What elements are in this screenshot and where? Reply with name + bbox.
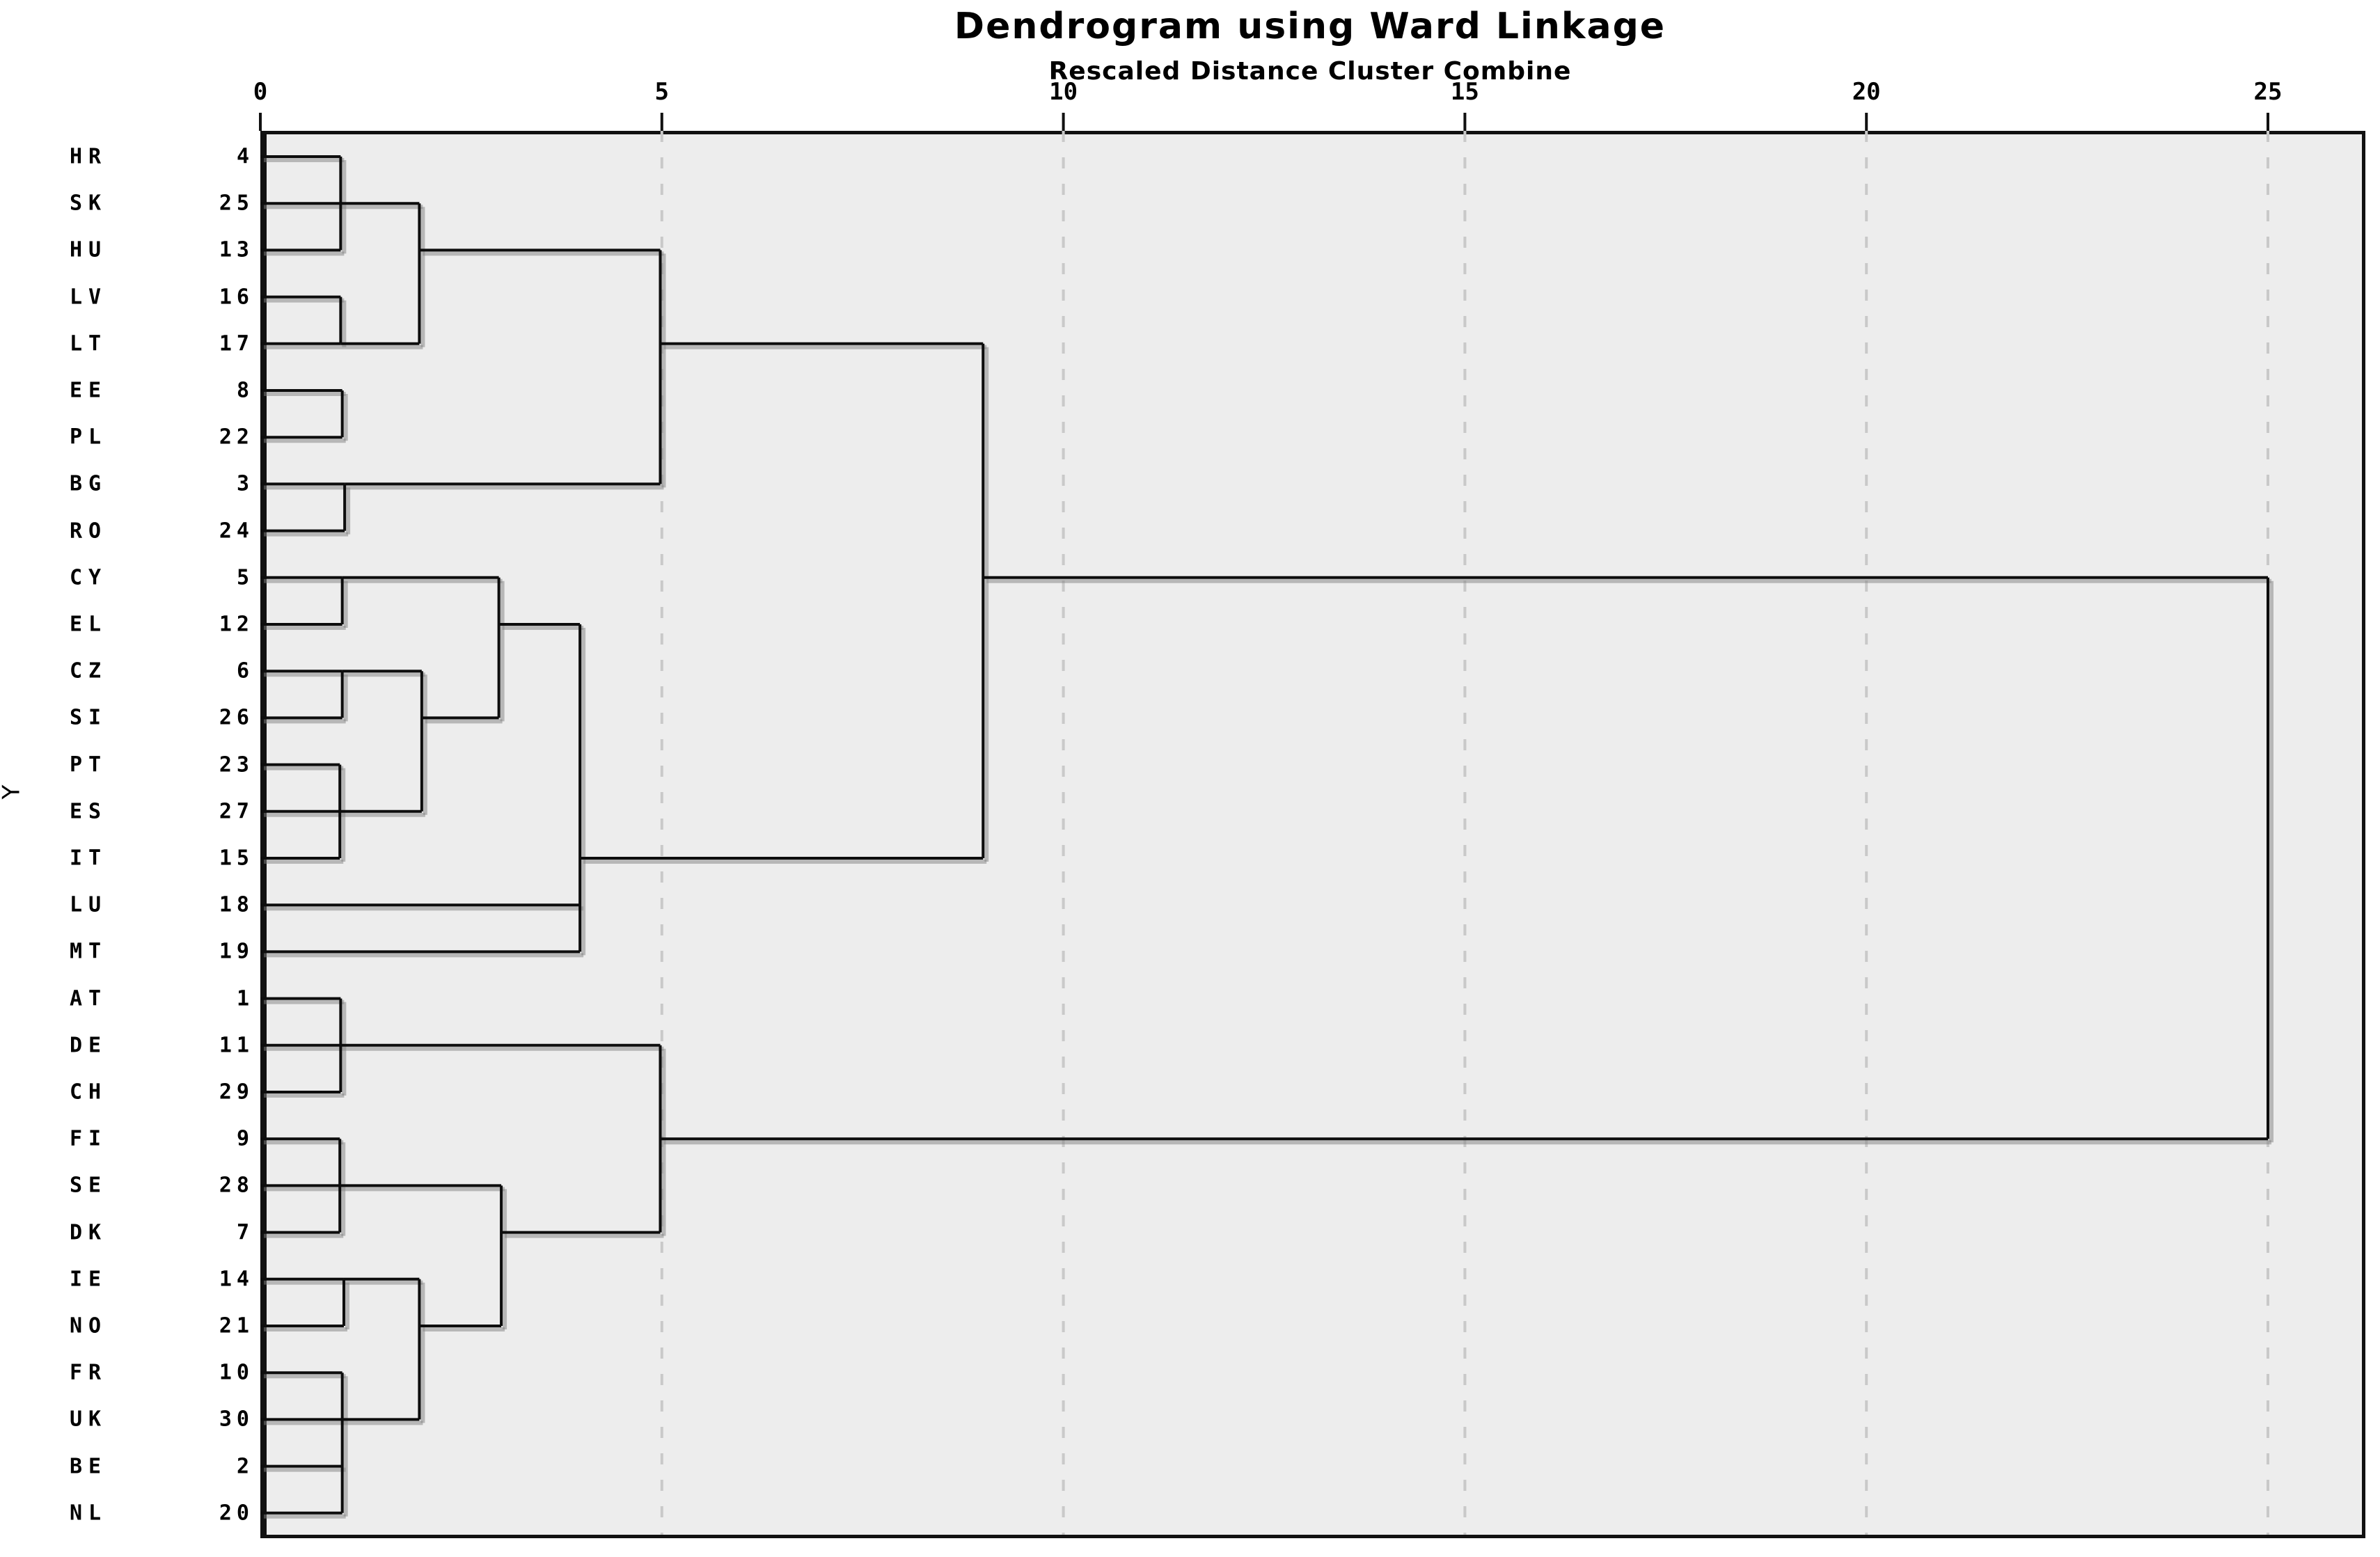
row-label-code: RO: [70, 519, 108, 544]
row-label-code: HR: [70, 144, 108, 169]
row-label-code: BG: [70, 471, 108, 496]
row-label-code: CY: [70, 565, 108, 590]
row-label-number: 14: [219, 1267, 254, 1292]
row-label-number: 5: [236, 565, 254, 590]
row-label-code: NL: [70, 1501, 108, 1526]
row-label-number: 24: [219, 519, 254, 544]
chart-subtitle: Rescaled Distance Cluster Combine: [1048, 57, 1572, 86]
row-label-number: 12: [219, 612, 254, 637]
row-label-code: DE: [70, 1033, 108, 1058]
row-label-number: 4: [236, 144, 254, 169]
row-label-number: 29: [219, 1080, 254, 1105]
row-label-number: 25: [219, 191, 254, 216]
row-label-number: 7: [236, 1220, 254, 1245]
row-label-code: PT: [70, 752, 108, 777]
row-label-number: 20: [219, 1501, 254, 1526]
row-label-number: 1: [236, 986, 254, 1011]
row-label-code: LV: [70, 285, 108, 310]
row-label-code: EL: [70, 612, 108, 637]
row-label-code: UK: [70, 1407, 108, 1432]
row-label-number: 22: [219, 425, 254, 450]
chart-title: Dendrogram using Ward Linkage: [954, 6, 1666, 47]
row-label-code: SK: [70, 191, 108, 216]
axis-tick-label: 25: [2253, 78, 2283, 106]
row-label-code: CH: [70, 1080, 108, 1105]
row-label-number: 10: [219, 1360, 254, 1385]
row-label-number: 15: [219, 846, 254, 871]
row-label-number: 16: [219, 285, 254, 310]
row-label-number: 6: [236, 658, 254, 683]
row-label-code: DK: [70, 1220, 108, 1245]
row-label-code: IE: [70, 1267, 108, 1292]
row-label-code: CZ: [70, 658, 108, 683]
row-label-number: 9: [236, 1126, 254, 1151]
row-label-number: 18: [219, 892, 254, 917]
row-label-number: 26: [219, 705, 254, 730]
row-label-code: ES: [70, 799, 108, 824]
row-label-number: 17: [219, 331, 254, 356]
row-label-code: LU: [70, 892, 108, 917]
row-label-number: 8: [236, 378, 254, 403]
row-label-number: 27: [219, 799, 254, 824]
row-label-number: 11: [219, 1033, 254, 1058]
row-label-code: EE: [70, 378, 108, 403]
chart-header: Dendrogram using Ward Linkage Rescaled D…: [260, 6, 2360, 86]
row-label-code: FI: [70, 1126, 108, 1151]
row-label-number: 3: [236, 471, 254, 496]
axis-tick-label: 0: [253, 78, 268, 106]
row-label-code: IT: [70, 846, 108, 871]
row-label-code: HU: [70, 237, 108, 262]
row-label-number: 30: [219, 1407, 254, 1432]
row-label-code: PL: [70, 425, 108, 450]
row-label-number: 13: [219, 237, 254, 262]
row-label-number: 23: [219, 752, 254, 777]
row-label-code: LT: [70, 331, 108, 356]
axis-tick-label: 5: [654, 78, 670, 106]
axis-tick-label: 20: [1852, 78, 1881, 106]
plot-area: [260, 131, 2365, 1538]
row-label-code: SE: [70, 1173, 108, 1198]
row-label-number: 28: [219, 1173, 254, 1198]
row-label-code: FR: [70, 1360, 108, 1385]
row-label-code: SI: [70, 705, 108, 730]
row-label-code: NO: [70, 1313, 108, 1338]
row-label-number: 2: [236, 1454, 254, 1479]
row-label-number: 21: [219, 1313, 254, 1338]
axis-tick-label: 10: [1049, 78, 1078, 106]
row-label-code: AT: [70, 986, 108, 1011]
axis-tick-label: 15: [1450, 78, 1479, 106]
row-label-code: BE: [70, 1454, 108, 1479]
row-label-number: 19: [219, 939, 254, 964]
row-label-code: MT: [70, 939, 108, 964]
